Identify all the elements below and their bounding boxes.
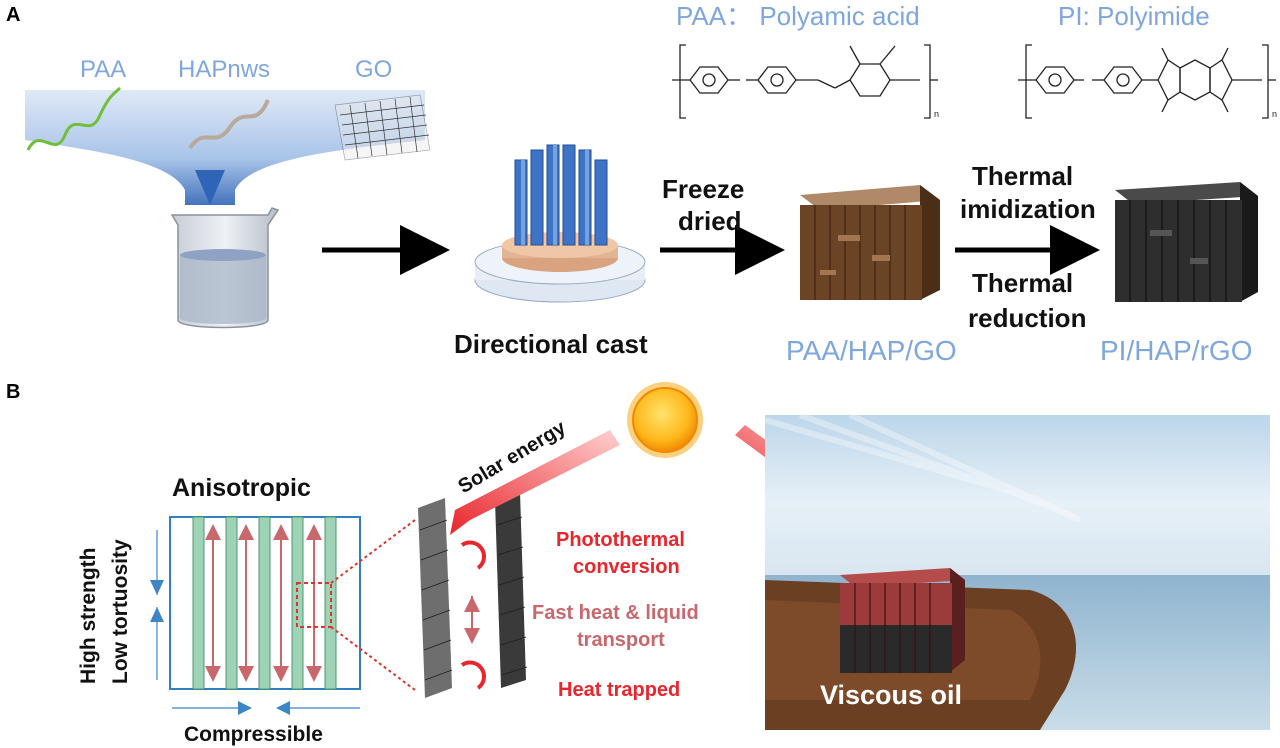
pi-hap-rgo-aerogel bbox=[1115, 182, 1258, 302]
step-freeze: Freeze bbox=[662, 174, 745, 204]
pi-repeat-n: n bbox=[1272, 109, 1278, 119]
sun-icon bbox=[627, 382, 703, 458]
pi-title: PI: Polyimide bbox=[1058, 1, 1210, 31]
mech-photothermal: Photothermal bbox=[556, 529, 685, 551]
paa-chain bbox=[26, 86, 121, 151]
panel-b-label: B bbox=[6, 381, 21, 403]
product-pi-hap-rgo: PI/HAP/rGO bbox=[1100, 335, 1253, 366]
anisotropic-title: Anisotropic bbox=[172, 474, 311, 502]
product-paa-hap-go: PAA/HAP/GO bbox=[786, 335, 957, 366]
step-thermal-1: Thermal bbox=[972, 161, 1074, 191]
mech-transport: transport bbox=[577, 629, 665, 651]
mech-heat-trapped: Heat trapped bbox=[558, 679, 681, 701]
beaker bbox=[170, 207, 280, 329]
step-thermal-2: Thermal bbox=[972, 268, 1074, 298]
axis-high-strength: High strength bbox=[77, 547, 100, 685]
paa-hap-go-aerogel bbox=[800, 185, 940, 300]
label-viscous-oil: Viscous oil bbox=[820, 680, 963, 710]
paa-structure bbox=[672, 44, 938, 119]
mech-fast-heat: Fast heat & liquid bbox=[532, 602, 699, 624]
pi-structure bbox=[1018, 44, 1276, 119]
step-reduction: reduction bbox=[968, 303, 1087, 333]
horizontal-compression-arrows bbox=[172, 701, 360, 715]
hap-nanowire bbox=[188, 99, 270, 150]
input-paa: PAA bbox=[80, 56, 127, 83]
step-imidization: imidization bbox=[960, 194, 1096, 224]
directional-cast bbox=[474, 144, 646, 303]
go-sheet bbox=[334, 94, 431, 161]
axis-low-tortuosity: Low tortuosity bbox=[109, 539, 132, 684]
paa-title: PAA： Polyamic acid bbox=[676, 1, 920, 31]
label-compressible: Compressible bbox=[184, 723, 323, 746]
floating-aerogel bbox=[840, 568, 965, 673]
input-hapnws: HAPnws bbox=[178, 56, 271, 83]
aerogel-walls bbox=[418, 492, 528, 698]
anisotropic-structure bbox=[169, 516, 416, 691]
vertical-compression-arrows bbox=[150, 530, 164, 680]
paa-repeat-n: n bbox=[934, 109, 940, 119]
mixing-funnel bbox=[25, 90, 425, 205]
mech-conversion: conversion bbox=[573, 556, 680, 578]
heat-circulation-arrows bbox=[460, 540, 486, 690]
panel-a-label: A bbox=[6, 4, 21, 26]
solar-arrow-left bbox=[450, 430, 620, 535]
step-dried: dried bbox=[678, 206, 742, 236]
ocean-scene bbox=[764, 412, 1270, 730]
input-go: GO bbox=[355, 56, 393, 83]
step-directional-cast: Directional cast bbox=[454, 329, 648, 359]
